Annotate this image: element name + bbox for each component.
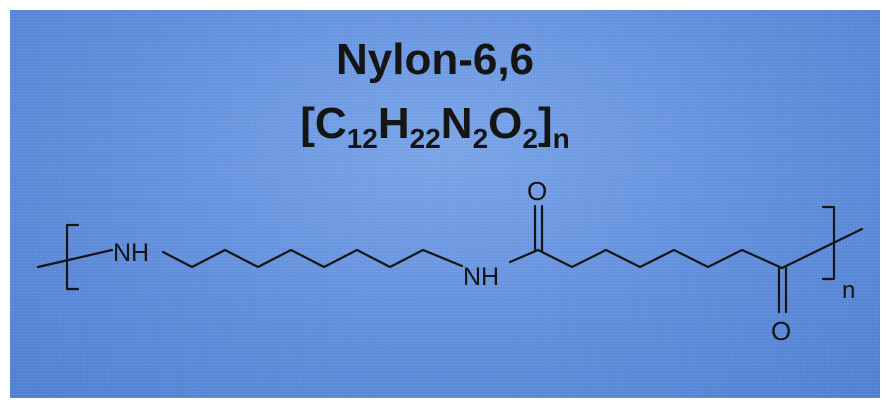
left-terminal-bond [36, 248, 114, 269]
formula-count-h: 22 [409, 123, 441, 154]
molecular-formula: [C12H22N2O2]n [0, 99, 870, 152]
formula-atom-h: H [377, 99, 410, 148]
right-repeat-bracket [821, 205, 836, 281]
formula-open-bracket: [ [300, 99, 315, 148]
formula-atom-n: N [440, 99, 473, 148]
formula-count-n: 2 [472, 123, 489, 154]
hexamethylene-chain [161, 248, 464, 269]
formula-count-o: 2 [522, 123, 538, 154]
oxygen-bottom-label: O [771, 316, 791, 346]
formula-close-bracket: ] [537, 99, 553, 148]
formula-count-c: 12 [346, 123, 378, 154]
fabric-background [10, 10, 880, 398]
oxygen-top-label: O [527, 176, 547, 206]
repeat-unit-n: n [842, 277, 855, 304]
formula-atom-c: C [314, 99, 347, 148]
formula-atom-o: O [488, 99, 523, 148]
adipoyl-chain [536, 248, 784, 270]
right-terminal-bond [780, 227, 864, 270]
polymer-name: Nylon-6,6 [335, 35, 535, 84]
nh-left-label: NH [113, 239, 149, 267]
formula-repeat-n: n [552, 123, 570, 154]
left-repeat-bracket [65, 223, 80, 291]
amide-bond [508, 248, 540, 264]
nh-middle-label: NH [463, 263, 499, 291]
